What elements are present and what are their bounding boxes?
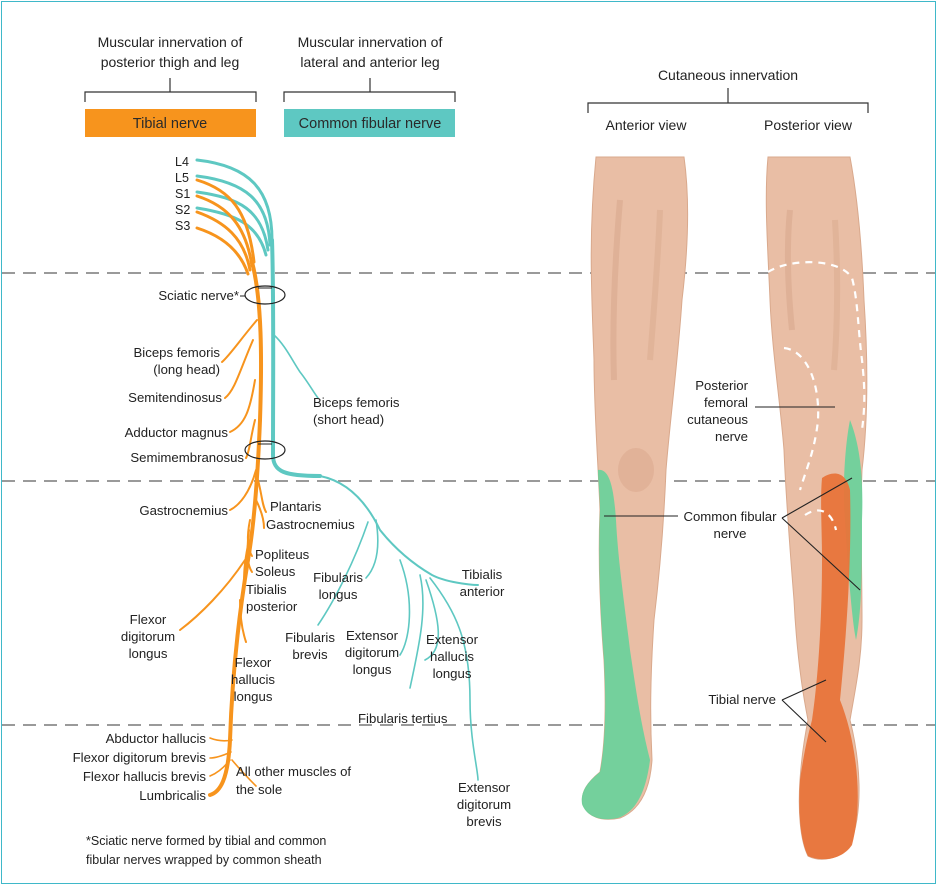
- ehl-label: Extensor: [426, 632, 479, 647]
- soleus-label: Soleus: [255, 564, 296, 579]
- common-fibular-nerve-box-label: Common fibular nerve: [299, 116, 442, 132]
- fdl-label: digitorum: [121, 629, 175, 644]
- edl-label: longus: [353, 662, 392, 677]
- tibial-nerve-box-label: Tibial nerve: [133, 116, 207, 132]
- lumbricalis-label: Lumbricalis: [139, 788, 206, 803]
- common-fibular-skin-label: Common fibular: [683, 509, 777, 524]
- biceps-short-label: (short head): [313, 412, 384, 427]
- common-fibular-nerve-tree: [197, 160, 478, 780]
- sciatic-nerve-label: Sciatic nerve*: [158, 288, 239, 303]
- tibial-skin-label: Tibial nerve: [708, 692, 776, 707]
- popliteus-label: Popliteus: [255, 547, 310, 562]
- posterior-femoral-cutaneous-label: cutaneous: [687, 412, 748, 427]
- cutaneous-header: Cutaneous innervation: [658, 67, 798, 83]
- sole-muscles-label: the sole: [236, 782, 282, 797]
- footnote: *Sciatic nerve formed by tibial and comm…: [86, 834, 326, 848]
- footnote: fibular nerves wrapped by common sheath: [86, 853, 322, 867]
- header-brackets: [85, 78, 868, 113]
- root-label: L5: [175, 171, 189, 185]
- edb-label: brevis: [466, 814, 502, 829]
- tibialis-anterior-label: anterior: [460, 584, 505, 599]
- fhl-label: hallucis: [231, 672, 275, 687]
- edl-label: digitorum: [345, 645, 399, 660]
- fibularis-brevis-label: brevis: [292, 647, 328, 662]
- gastrocnemius-left-label: Gastrocnemius: [139, 503, 228, 518]
- tibial-bracket: [85, 92, 256, 102]
- ehl-label: longus: [433, 666, 472, 681]
- tibialis-posterior-label: Tibialis: [246, 582, 287, 597]
- fibularis-tertius-label: Fibularis tertius: [358, 711, 448, 726]
- tibialis-posterior-label: posterior: [246, 599, 298, 614]
- cutaneous-bracket: [588, 103, 868, 113]
- fhl-label: Flexor: [235, 655, 272, 670]
- ehl-label: hallucis: [430, 649, 474, 664]
- fibularis-longus-label: longus: [319, 587, 358, 602]
- adductor-magnus-label: Adductor magnus: [125, 425, 229, 440]
- fibular-bracket: [284, 92, 455, 102]
- abductor-hallucis-label: Abductor hallucis: [106, 731, 207, 746]
- common-fibular-skin-label: nerve: [714, 526, 747, 541]
- fhl-label: longus: [234, 689, 273, 704]
- anterior-view-label: Anterior view: [606, 117, 688, 133]
- root-label: S2: [175, 203, 190, 217]
- anterior-leg: [582, 157, 688, 819]
- biceps-long-label: (long head): [153, 362, 220, 377]
- root-label: S1: [175, 187, 190, 201]
- root-label: L4: [175, 155, 189, 169]
- fibular-header-line2: lateral and anterior leg: [300, 54, 439, 70]
- sole-muscles-label: All other muscles of: [236, 764, 351, 779]
- semitendinosus-label: Semitendinosus: [128, 390, 222, 405]
- edl-label: Extensor: [346, 628, 399, 643]
- tibial-header-line2: posterior thigh and leg: [101, 54, 240, 70]
- biceps-long-label: Biceps femoris: [134, 345, 221, 360]
- fdl-label: Flexor: [130, 612, 167, 627]
- fibularis-longus-label: Fibularis: [313, 570, 363, 585]
- plantaris-label: Plantaris: [270, 499, 322, 514]
- fhb-label: Flexor hallucis brevis: [83, 769, 207, 784]
- fibular-header-line1: Muscular innervation of: [298, 34, 443, 50]
- fibularis-brevis-label: Fibularis: [285, 630, 335, 645]
- biceps-short-label: Biceps femoris: [313, 395, 400, 410]
- posterior-femoral-cutaneous-label: femoral: [704, 395, 748, 410]
- fdl-label: longus: [129, 646, 168, 661]
- semimembranosus-label: Semimembranosus: [130, 450, 244, 465]
- posterior-view-label: Posterior view: [764, 117, 853, 133]
- fdb-label: Flexor digitorum brevis: [73, 750, 207, 765]
- posterior-leg: [766, 157, 866, 859]
- tibial-header-line1: Muscular innervation of: [98, 34, 243, 50]
- sciatic-sheath-upper: [245, 286, 285, 304]
- gastrocnemius-right-label: Gastrocnemius: [266, 517, 355, 532]
- edb-label: Extensor: [458, 780, 511, 795]
- tibialis-anterior-label: Tibialis: [462, 567, 503, 582]
- posterior-femoral-cutaneous-label: nerve: [715, 429, 748, 444]
- edb-label: digitorum: [457, 797, 511, 812]
- posterior-femoral-cutaneous-label: Posterior: [695, 378, 748, 393]
- root-label: S3: [175, 219, 190, 233]
